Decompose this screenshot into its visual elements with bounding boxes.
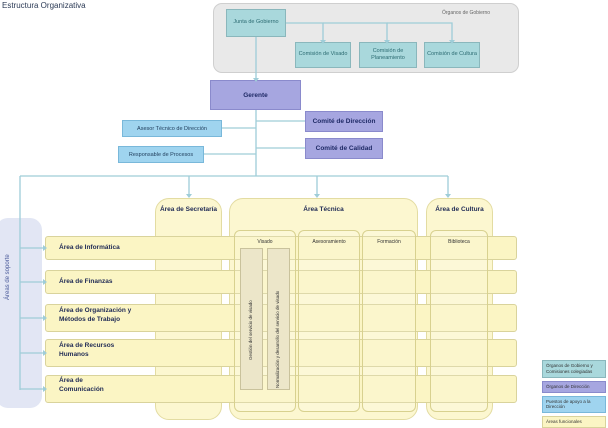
- asesor-tecnico-box[interactable]: Asesor Técnico de Dirección: [122, 120, 222, 137]
- row-label-organizacion: Área de Organización y Métodos de Trabaj…: [59, 307, 132, 323]
- legend-apoyo: Puestos de apoyo a la Dirección: [542, 395, 606, 414]
- comision-visado-label: Comisión de Visado: [298, 51, 348, 58]
- junta-gobierno-box[interactable]: Junta de Gobierno: [226, 9, 286, 37]
- legend-direccion: Órganos de Dirección: [542, 380, 606, 393]
- row-label-recursos-humanos: Área de Recursos Humanos: [59, 342, 115, 358]
- support-areas-region: [0, 218, 42, 408]
- visado-normalizacion-column[interactable]: [267, 248, 290, 390]
- asesor-tecnico-label: Asesor Técnico de Dirección: [137, 125, 207, 132]
- line-junta-planeamiento: [323, 22, 388, 42]
- comite-direccion-label: Comité de Dirección: [312, 118, 376, 125]
- visado-gestion-column[interactable]: [240, 248, 263, 390]
- biblioteca-subpanel[interactable]: [430, 230, 488, 412]
- line-junta-visado: [286, 22, 324, 42]
- responsable-procesos-box[interactable]: Responsable de Procesos: [118, 146, 204, 163]
- comision-cultura-box[interactable]: Comisión de Cultura: [424, 42, 480, 68]
- legend-funcionales: Áreas funcionales: [542, 416, 606, 428]
- comite-calidad-box[interactable]: Comité de Calidad: [305, 138, 383, 159]
- row-label-informatica: Área de Informática: [59, 244, 120, 251]
- governing-bodies-label: Órganos de Gobierno: [442, 10, 491, 16]
- gerente-box[interactable]: Gerente: [210, 80, 301, 110]
- comite-calidad-label: Comité de Calidad: [315, 145, 373, 152]
- comision-cultura-label: Comisión de Cultura: [427, 51, 477, 58]
- asesoramiento-subpanel[interactable]: [298, 230, 360, 412]
- biblioteca-label: Biblioteca: [448, 239, 470, 245]
- comite-direccion-box[interactable]: Comité de Dirección: [305, 111, 383, 132]
- line-junta-cultura: [387, 22, 453, 42]
- legend: Órganos de Gobierno y Comisiones colegia…: [542, 360, 606, 428]
- comision-planeamiento-label: Comisión de Planeamiento: [371, 47, 405, 61]
- col-head-tecnica: Área Técnica: [303, 206, 344, 213]
- legend-governing: Órganos de Gobierno y Comisiones colegia…: [542, 360, 606, 378]
- page-title: Estructura Organizativa: [2, 1, 86, 10]
- col-head-cultura: Área de Cultura: [435, 206, 484, 213]
- responsable-procesos-label: Responsable de Procesos: [128, 151, 194, 158]
- formacion-label: Formación: [377, 239, 401, 245]
- col-head-secretaria: Área de Secretaría: [159, 206, 218, 213]
- visado-label: Visado: [257, 239, 273, 245]
- formacion-subpanel[interactable]: [362, 230, 416, 412]
- asesoramiento-label: Asesoramiento: [312, 239, 346, 245]
- row-label-comunicacion: Área de Comunicación: [59, 377, 104, 393]
- junta-gobierno-label: Junta de Gobierno: [233, 19, 279, 26]
- row-label-finanzas: Área de Finanzas: [59, 278, 113, 285]
- gerente-label: Gerente: [243, 91, 268, 99]
